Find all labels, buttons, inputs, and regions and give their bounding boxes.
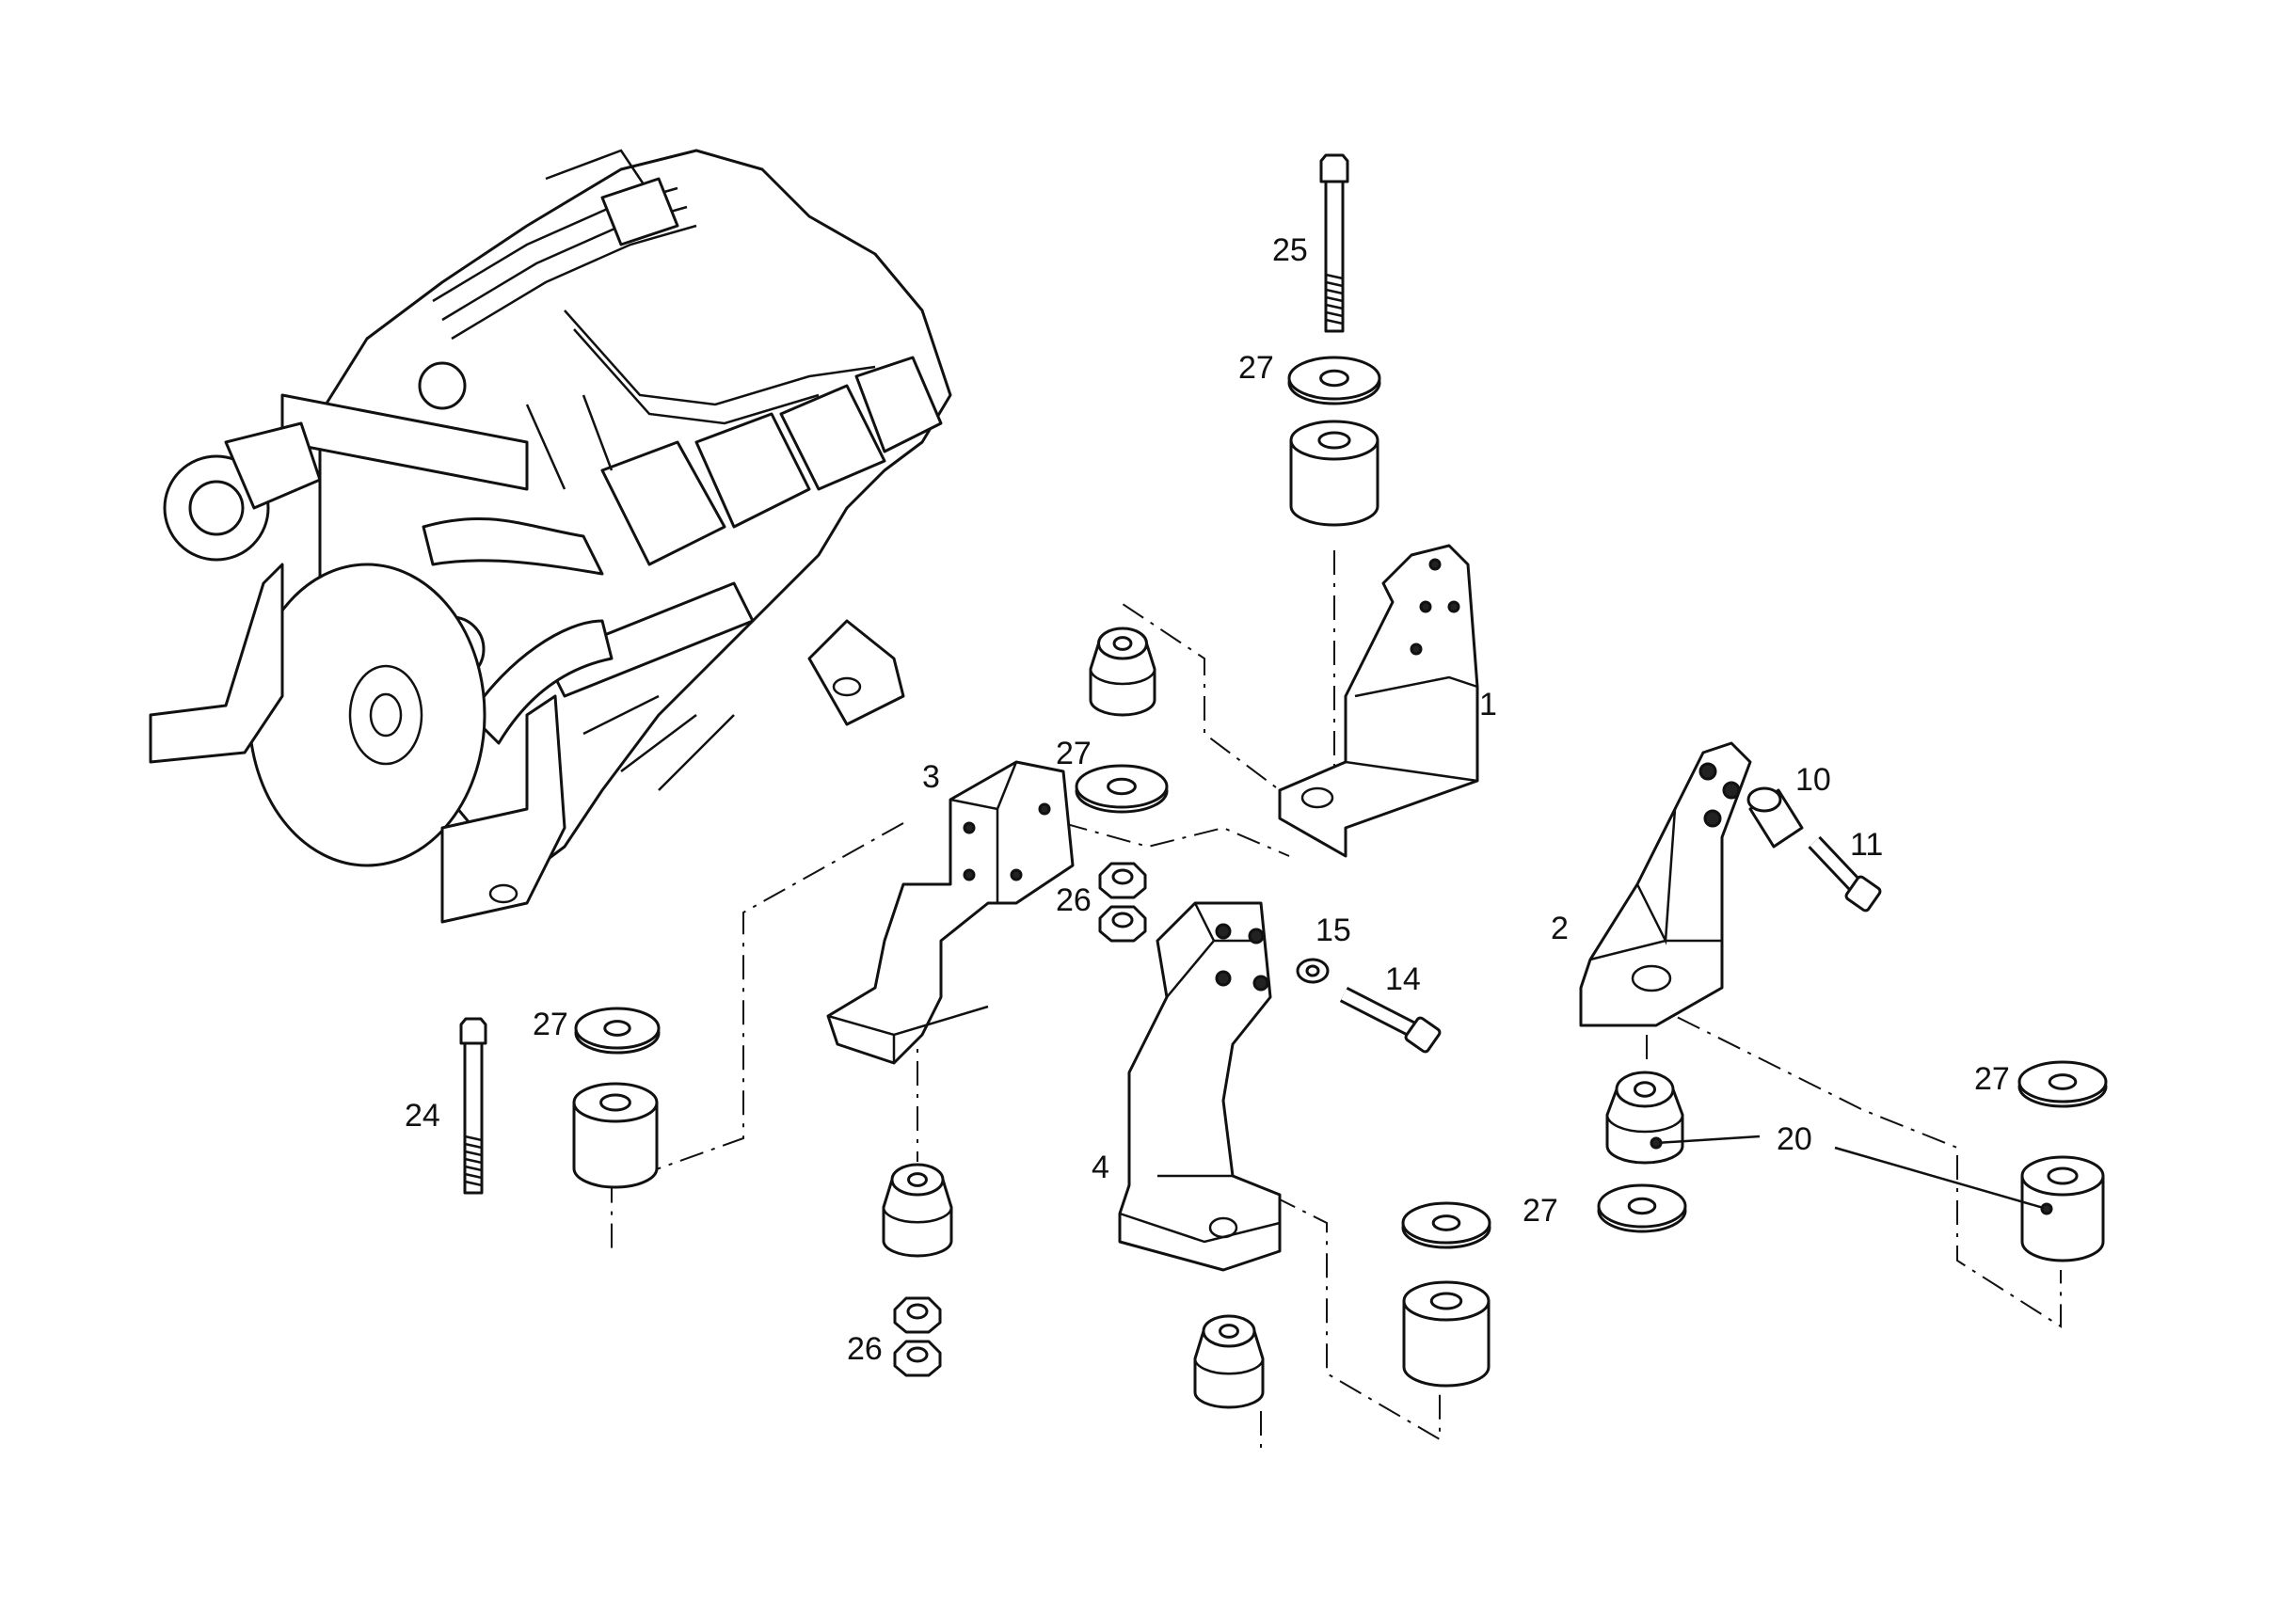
axis-part-3-top [1062, 822, 1290, 857]
bracket-2 [1579, 741, 1752, 1027]
axis-part-3-left [611, 822, 904, 1251]
bolt-24 [459, 1017, 487, 1195]
mount-27-center [1089, 627, 1156, 717]
nut-26-upper-a [1098, 862, 1147, 899]
mount-25-top [1289, 420, 1379, 527]
mount-3-lower [882, 1163, 953, 1258]
callout-26-lower: 26 [847, 1331, 883, 1367]
callout-24: 24 [405, 1098, 440, 1134]
callout-3: 3 [922, 759, 940, 795]
washer-27-top [1287, 356, 1381, 405]
nuts [893, 862, 1147, 1377]
callout-2: 2 [1551, 911, 1569, 946]
nut-26-upper-b [1098, 905, 1147, 943]
mount-20-right [2020, 1155, 2105, 1262]
callout-25: 25 [1272, 232, 1308, 268]
callout-27-right: 27 [1974, 1061, 2010, 1097]
washer-27-right [2017, 1060, 2108, 1108]
leader-20-right [1834, 1146, 2048, 1211]
bolts [459, 153, 1882, 1195]
callout-11: 11 [1850, 827, 1883, 863]
rubber-mounts [572, 420, 2105, 1409]
callout-27-left: 27 [533, 1007, 568, 1042]
callout-10: 10 [1795, 762, 1831, 798]
mount-27-bottom [1402, 1280, 1491, 1388]
mount-20-left [1605, 1071, 1684, 1165]
sleeve-10 [1746, 786, 1804, 849]
bolt-11 [1808, 835, 1882, 913]
bracket-1 [1278, 544, 1479, 858]
callout-4: 4 [1092, 1150, 1109, 1185]
bracket-4 [1118, 901, 1282, 1272]
callout-27-bottom: 27 [1523, 1193, 1558, 1229]
callout-27-center: 27 [1056, 736, 1092, 771]
callout-20: 20 [1777, 1121, 1812, 1157]
axis-part-2 [1636, 996, 2062, 1328]
mount-4-lower [1193, 1314, 1265, 1409]
callout-15: 15 [1315, 913, 1351, 948]
washer-27-left [574, 1007, 661, 1055]
bracket-3 [826, 760, 1075, 1065]
washer-under-20 [1597, 1183, 1687, 1233]
mount-24 [572, 1082, 659, 1189]
engine-assembly [149, 149, 952, 924]
callout-1: 1 [1479, 687, 1497, 722]
alignment-lines [611, 470, 2062, 1449]
callout-27-top: 27 [1238, 350, 1274, 386]
washer-27-bottom [1401, 1201, 1491, 1249]
nut-26-lower-b [893, 1340, 942, 1377]
bolt-25 [1319, 153, 1349, 333]
washer-27-center [1075, 764, 1169, 814]
washers [574, 356, 2108, 1249]
callout-14: 14 [1385, 961, 1421, 997]
nut-26-lower-a [893, 1296, 942, 1334]
callout-labels: 1 2 3 4 10 11 14 15 20 24 25 26 26 27 27… [405, 232, 2010, 1367]
washer-15 [1296, 958, 1330, 984]
callout-26-upper: 26 [1056, 882, 1092, 918]
leader-20-left [1655, 1135, 1761, 1145]
bolt-14 [1339, 986, 1442, 1054]
